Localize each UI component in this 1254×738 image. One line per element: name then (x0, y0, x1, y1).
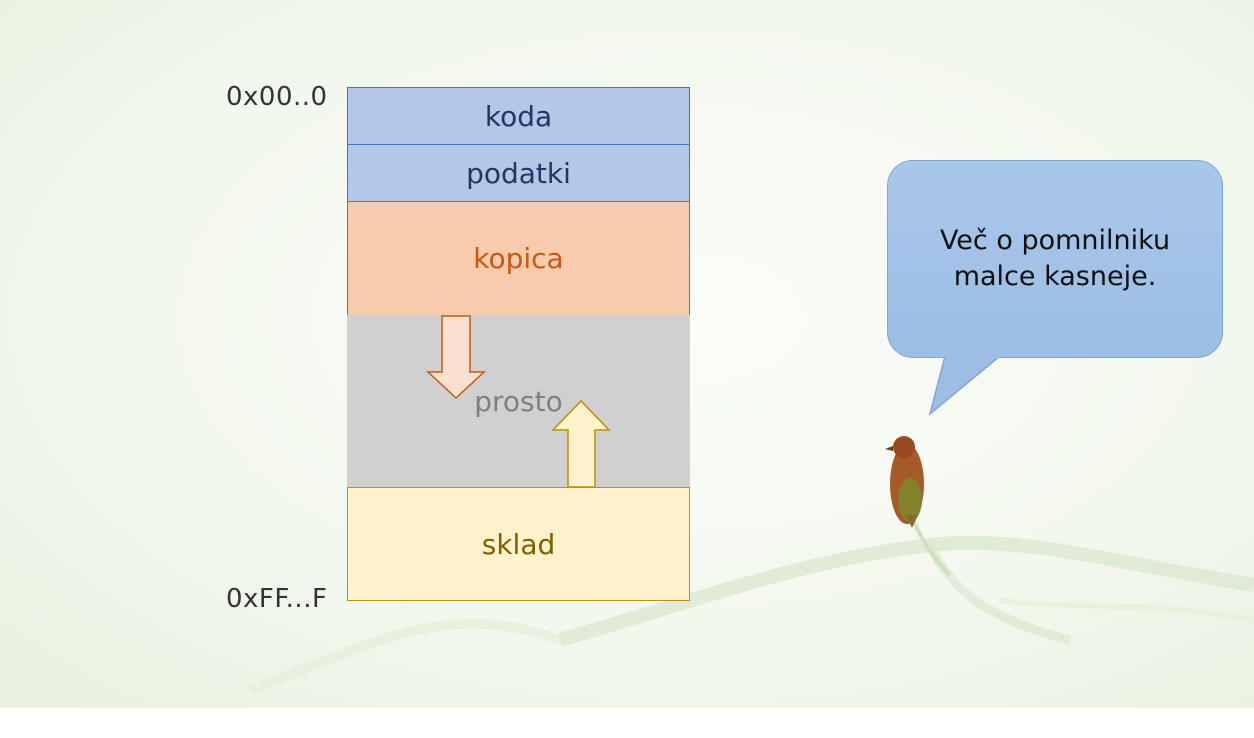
slide: 0x00..0 0xFF...F koda podatki kopica pro… (0, 0, 1254, 708)
stack-segment-label: sklad (481, 527, 556, 561)
data-segment: podatki (347, 144, 690, 202)
code-segment-label: koda (484, 99, 553, 133)
heap-segment-label: kopica (473, 242, 564, 275)
speech-bubble: Več o pomnilniku malce kasneje. (887, 160, 1223, 358)
address-bottom-label: 0xFF...F (226, 584, 328, 614)
bottom-band (0, 708, 1254, 738)
growth-arrows (426, 315, 611, 488)
heap-segment: kopica (347, 201, 690, 316)
address-top-label: 0x00..0 (226, 82, 328, 112)
speech-bubble-tail-joint (946, 350, 999, 358)
free-segment-label: prosto (474, 385, 563, 418)
free-segment: prosto (347, 315, 690, 488)
bird-icon (885, 436, 924, 528)
branch-decoration (248, 436, 1254, 695)
speech-bubble-text: Več o pomnilniku malce kasneje. (939, 225, 1171, 292)
stack-growth-up-arrow (551, 399, 611, 488)
stack-segment: sklad (347, 487, 690, 601)
heap-growth-down-arrow (426, 315, 486, 400)
data-segment-label: podatki (466, 156, 571, 190)
